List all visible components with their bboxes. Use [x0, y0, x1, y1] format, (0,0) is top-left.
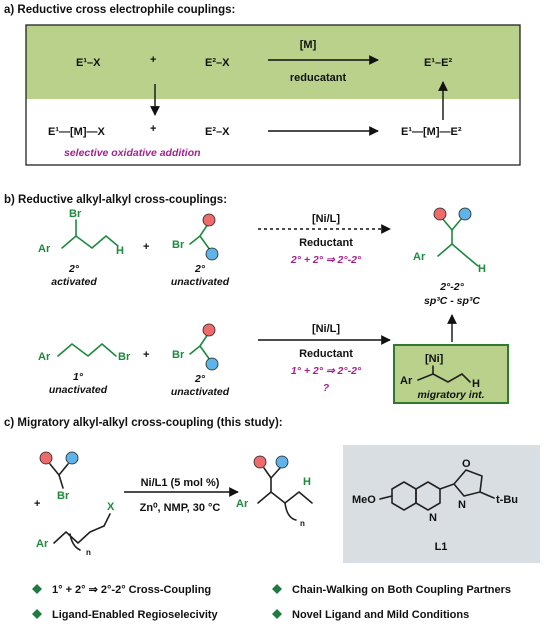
svg-text:O: O	[462, 458, 471, 470]
ni-l-label: [Ni/L]	[312, 213, 340, 225]
bullet-text: Chain-Walking on Both Coupling Partners	[292, 584, 511, 596]
equation-2: 1° + 2° ⇒ 2°-2°	[291, 365, 362, 377]
diamond-bullet-icon	[272, 584, 282, 594]
svg-text:Ar: Ar	[36, 538, 49, 550]
svg-text:N: N	[429, 512, 437, 524]
bullet-text: 1° + 2° ⇒ 2°-2° Cross-Coupling	[52, 584, 211, 596]
section-b-title: b) Reductive alkyl-alkyl cross-couplings…	[4, 194, 227, 206]
svg-text:H: H	[472, 378, 480, 390]
blue-ball-icon	[205, 357, 219, 371]
svg-text:H: H	[303, 476, 311, 488]
plus-sign: +	[150, 54, 156, 66]
red-ball-icon	[202, 323, 216, 337]
plus-sign: +	[150, 123, 156, 135]
secondary-bromide-c: Br	[39, 451, 79, 502]
red-ball-icon	[253, 455, 267, 469]
svg-text:n: n	[86, 548, 91, 557]
svg-text:MeO: MeO	[352, 494, 376, 506]
diamond-bullet-icon	[272, 609, 282, 619]
conditions-2: Zn⁰, NMP, 30 °C	[140, 502, 221, 514]
ligand-label: L1	[435, 541, 448, 553]
product-c: n Ar H	[236, 455, 313, 528]
ni-l-label: [Ni/L]	[312, 323, 340, 335]
red-ball-icon	[39, 451, 53, 465]
unactivated-secondary-bromide-1: Br	[172, 213, 219, 261]
deg-1-label: 1°	[73, 371, 84, 383]
activated-label: activated	[51, 276, 97, 288]
svg-text:Ar: Ar	[38, 351, 51, 363]
deg-2-label: 2°	[68, 263, 80, 275]
catalyst-label: [M]	[300, 39, 317, 51]
bullet-list: 1° + 2° ⇒ 2°-2° Cross-Coupling Chain-Wal…	[32, 584, 511, 621]
unactivated-label: unactivated	[49, 384, 108, 396]
migratory-int-label: migratory int.	[417, 389, 484, 401]
migratory-intermediate: [Ni] Ar H	[400, 353, 480, 390]
ligand-panel	[343, 445, 540, 563]
plus-sign: +	[143, 241, 149, 253]
deg-2-label: 2°	[194, 263, 206, 275]
deg-2-label: 2°	[194, 373, 206, 385]
svg-text:Br: Br	[57, 490, 70, 502]
svg-text:Ar: Ar	[413, 251, 426, 263]
unactivated-label: unactivated	[171, 386, 230, 398]
diamond-bullet-icon	[32, 609, 42, 619]
reductant-label: reducatant	[290, 72, 347, 84]
svg-text:H: H	[116, 245, 124, 257]
section-c-title: c) Migratory alkyl-alkyl cross-coupling …	[4, 417, 283, 429]
blue-ball-icon	[205, 247, 219, 261]
unactivated-secondary-bromide-2: Br	[172, 323, 219, 371]
migratory-int-box	[393, 344, 509, 404]
sp3c-sp3c-label: sp³C - sp³C	[424, 295, 480, 307]
svg-text:Ar: Ar	[236, 498, 249, 510]
svg-text:Br: Br	[118, 351, 131, 363]
blue-ball-icon	[458, 207, 472, 221]
plus-sign: +	[34, 498, 40, 510]
green-box-top	[26, 25, 520, 99]
e2x-label: E²–X	[205, 57, 230, 69]
section-a-frame	[25, 24, 521, 166]
svg-text:t-Bu: t-Bu	[496, 494, 518, 506]
unactivated-label: unactivated	[171, 276, 230, 288]
svg-text:H: H	[478, 263, 486, 275]
alkyl-halide-c: Ar X n	[36, 501, 115, 557]
svg-text:[Ni]: [Ni]	[425, 353, 444, 365]
e1-m-x-label: E¹—[M]—X	[48, 126, 105, 138]
question-mark: ?	[323, 382, 330, 394]
blue-ball-icon	[275, 455, 289, 469]
svg-text:Ar: Ar	[400, 375, 413, 387]
diamond-bullet-icon	[32, 584, 42, 594]
blue-ball-icon	[65, 451, 79, 465]
svg-text:Ar: Ar	[38, 243, 51, 255]
reductant-label: Reductant	[299, 348, 353, 360]
product-2-2: Ar H	[413, 207, 486, 275]
e2x-lower-label: E²–X	[205, 126, 230, 138]
product-2-2-label: 2°-2°	[439, 281, 464, 293]
bullet-text: Novel Ligand and Mild Conditions	[292, 609, 469, 621]
activated-secondary-bromide: Ar Br H	[38, 208, 124, 257]
svg-text:X: X	[107, 501, 115, 513]
plus-sign: +	[143, 349, 149, 361]
svg-text:N: N	[458, 499, 466, 511]
red-ball-icon	[202, 213, 216, 227]
ligand-l1-structure: MeO N O N t-Bu	[352, 458, 518, 524]
svg-text:n: n	[300, 519, 305, 528]
bullet-text: Ligand-Enabled Regioselecivity	[52, 609, 219, 621]
conditions-1: Ni/L1 (5 mol %)	[141, 477, 220, 489]
svg-text:Br: Br	[69, 208, 82, 220]
reductant-label: Reductant	[299, 237, 353, 249]
red-ball-icon	[433, 207, 447, 221]
e1-m-e2-label: E¹—[M]—E²	[401, 126, 462, 138]
svg-text:Br: Br	[172, 349, 185, 361]
section-a-title: a) Reductive cross electrophile coupling…	[4, 4, 235, 16]
equation-1: 2° + 2° ⇒ 2°-2°	[290, 254, 362, 266]
selective-oxidative-addition: selective oxidative addition	[64, 147, 201, 159]
svg-text:Br: Br	[172, 239, 185, 251]
e1x-label: E¹–X	[76, 57, 101, 69]
unactivated-primary-bromide: Ar Br	[38, 343, 131, 363]
product-e1e2: E¹–E²	[424, 57, 452, 69]
